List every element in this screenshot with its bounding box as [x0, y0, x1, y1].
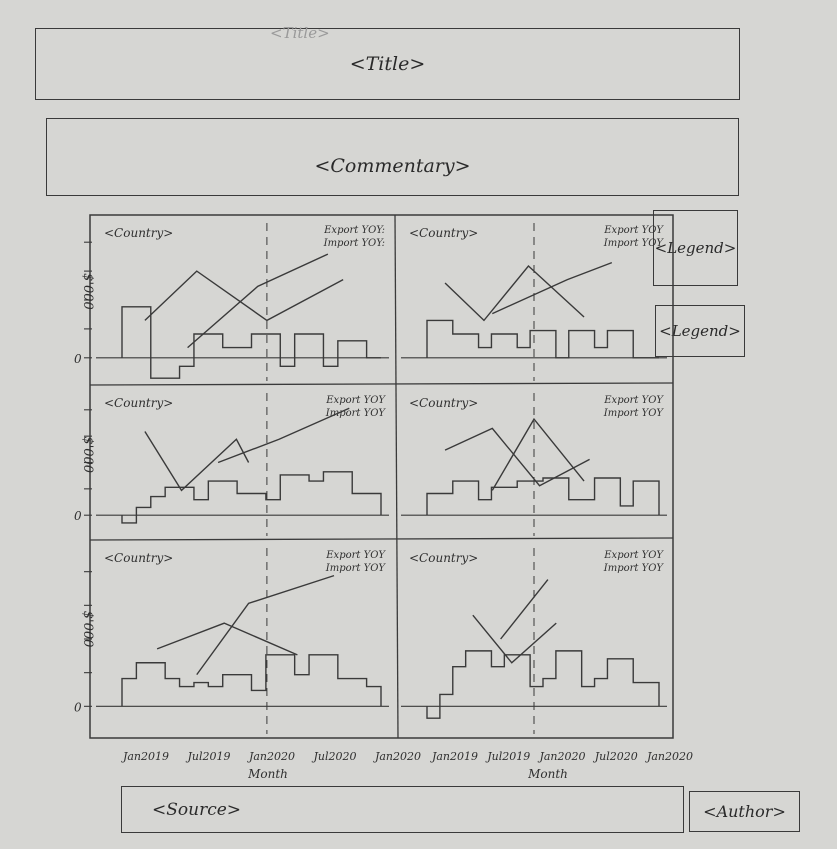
y-axis-zero-label: 0 [74, 700, 82, 714]
panel-yoy-line [217, 407, 350, 464]
legend-placeholder-bottom: <Legend> [655, 305, 745, 357]
panel-yoy-label: Import YOY [603, 238, 665, 249]
y-axis-label: $'000 [80, 611, 95, 648]
country-panel: <Country> Export YOY Import YOY [401, 223, 667, 381]
grid-outline [89, 214, 674, 739]
source-placeholder: <Source> [121, 786, 684, 833]
country-panel: <Country> Export YOY Import YOY [401, 548, 667, 734]
x-axis-tick-label: Jul2019 [485, 750, 530, 763]
panel-step-bars [121, 654, 382, 707]
panel-step-bars [121, 306, 381, 379]
panel-yoy-label: Import YOY [603, 563, 665, 574]
panel-step-bars [426, 319, 659, 359]
source-text: <Source> [152, 799, 242, 820]
panel-step-bars [426, 477, 660, 516]
grid-frame [89, 214, 674, 739]
grid-divider-horizontal [89, 537, 674, 541]
country-panel: <Country> Export YOY Import YOY [96, 548, 389, 734]
title-placeholder: <Title> [35, 28, 740, 100]
y-axis-label: $'000 [80, 273, 95, 310]
panel-yoy-label: Export YOY [325, 550, 386, 561]
country-panel: <Country> Export YOY Import YOY [401, 393, 667, 536]
panel-yoy-label: Export YOY: [323, 225, 385, 236]
grid-divider-horizontal [89, 382, 674, 386]
panels-layer: <Country>Export YOY:Import YOY:<Country>… [96, 223, 667, 734]
x-axis-label: Month [247, 767, 288, 781]
x-axis-tick-label: Jan2020 [373, 750, 421, 763]
panel-yoy-label: Import YOY: [323, 238, 385, 249]
panel-yoy-line [144, 431, 250, 492]
legend-bottom-text: <Legend> [659, 322, 741, 340]
panel-yoy-label: Export YOY [603, 225, 664, 236]
y-axis-label: $'000 [80, 436, 95, 473]
panel-step-bars [426, 650, 660, 719]
panel-yoy-label: Import YOY [325, 408, 387, 419]
author-text: <Author> [703, 802, 786, 821]
y-axis-zero-label: 0 [74, 352, 82, 366]
panel-yoy-line [156, 622, 298, 656]
x-axis-tick-label: Jan2020 [645, 750, 693, 763]
panel-country-label: <Country> [104, 551, 173, 565]
panel-yoy-line [472, 614, 557, 664]
grid-divider-vertical [394, 214, 399, 739]
panel-yoy-label: Import YOY [603, 408, 665, 419]
panel-step-bars [121, 471, 382, 524]
x-axis-label: Month [527, 767, 568, 781]
title-ghost-text: <Title> [270, 24, 330, 42]
commentary-text: <Commentary> [314, 155, 471, 177]
panel-yoy-line [144, 270, 344, 322]
x-axis-tick-label: Jul2019 [185, 750, 230, 763]
panel-yoy-line [491, 417, 585, 491]
y-axis-zero-label: 0 [74, 509, 82, 523]
panel-yoy-label: Export YOY [325, 395, 386, 406]
title-text: <Title> [349, 53, 426, 75]
panel-yoy-line [187, 253, 329, 349]
x-axis-tick-label: Jan2020 [537, 750, 585, 763]
x-axis-tick-label: Jul2020 [593, 750, 638, 763]
panel-country-label: <Country> [409, 551, 478, 565]
panel-yoy-line [196, 574, 335, 676]
x-axis-tick-label: Jul2020 [311, 750, 356, 763]
panel-country-label: <Country> [104, 226, 173, 240]
commentary-placeholder: <Commentary> [46, 118, 739, 196]
x-axis-tick-label: Jan2019 [121, 750, 169, 763]
panel-yoy-line [444, 264, 585, 322]
author-placeholder: <Author> [689, 791, 800, 832]
country-panel: <Country> Export YOY Import YOY [96, 393, 389, 536]
legend-placeholder-top: <Legend> [653, 210, 738, 286]
panel-yoy-label: Export YOY [603, 395, 664, 406]
panel-yoy-line [444, 427, 590, 487]
x-axis-tick-label: Jan2020 [247, 750, 295, 763]
panel-country-label: <Country> [104, 396, 173, 410]
legend-top-text: <Legend> [654, 239, 737, 257]
x-axis-tick-label: Jan2019 [430, 750, 478, 763]
panel-country-label: <Country> [409, 226, 478, 240]
panel-yoy-line [500, 579, 549, 640]
panel-yoy-label: Import YOY [325, 563, 387, 574]
panel-yoy-line [492, 261, 613, 315]
panel-country-label: <Country> [409, 396, 478, 410]
panel-yoy-label: Export YOY [603, 550, 664, 561]
country-panel: <Country> Export YOY: Import YOY: [96, 223, 389, 381]
